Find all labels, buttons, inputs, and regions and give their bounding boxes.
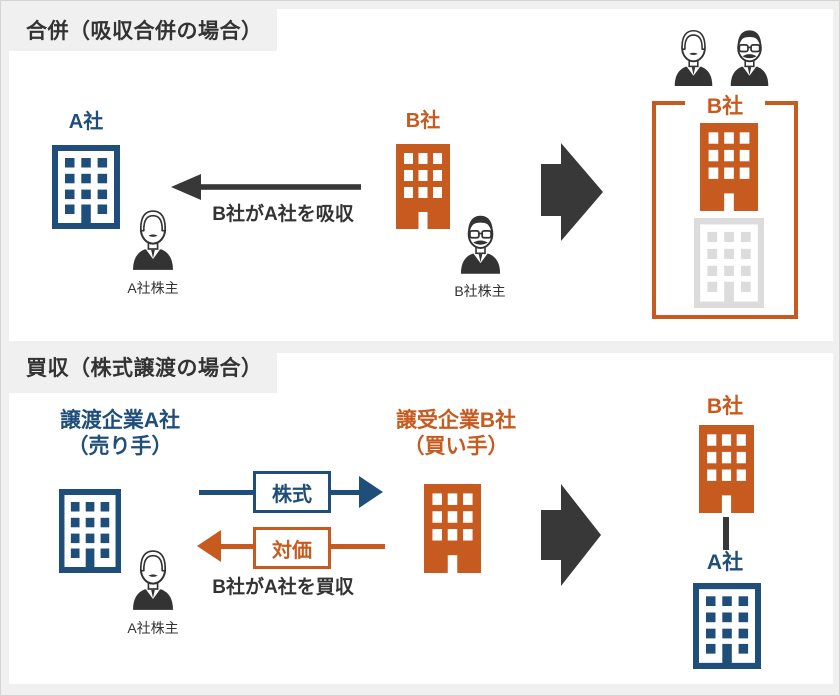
seller-label: 譲渡企業A社 （売り手） — [19, 408, 221, 460]
company-a-building-icon — [52, 145, 120, 229]
consideration-arrowhead-icon — [197, 530, 221, 562]
buyer-label: 譲受企業B社 （買い手） — [355, 408, 557, 460]
merger-header: 合併（吸収合併の場合） — [9, 9, 277, 51]
company-b-building-icon — [396, 144, 450, 229]
absorbed-building-a-icon — [694, 218, 764, 308]
seller-building-icon — [59, 489, 121, 573]
seller-role: （売り手） — [67, 435, 173, 459]
seller-shareholder-person-icon — [128, 547, 178, 611]
acquisition-flow-big-arrow-icon — [541, 484, 601, 586]
stock-arrowhead-icon — [359, 476, 383, 508]
acquire-arrow-label: B社がA社を買収 — [212, 577, 354, 598]
consideration-label-box: 対価 — [253, 527, 331, 569]
shareholder-a-label: A社株主 — [127, 280, 179, 296]
absorb-arrow-left-icon — [171, 174, 361, 200]
consideration-line-right — [329, 544, 385, 549]
consideration-line-left — [219, 544, 255, 549]
shareholder-b-person-icon — [456, 212, 505, 275]
buyer-building-icon — [424, 484, 481, 573]
merger-flow-big-arrow-icon — [541, 143, 603, 241]
merged-building-b-icon — [700, 123, 758, 211]
merged-entity-label: B社 — [685, 93, 765, 121]
shareholder-a-person-icon — [128, 207, 178, 271]
result-seller-label: A社 — [706, 551, 744, 574]
acquisition-header: 買収（株式譲渡の場合） — [9, 341, 277, 393]
result-buyer-label: B社 — [706, 395, 744, 418]
merged-shareholder-plain-person-icon — [670, 27, 717, 87]
buyer-role: （買い手） — [403, 435, 509, 459]
seller-shareholder-label: A社株主 — [127, 620, 179, 636]
stock-arrow-line-left — [199, 490, 255, 495]
stock-label-box: 株式 — [253, 471, 331, 513]
ownership-connector-line — [723, 517, 729, 550]
merged-shareholder-glasses-person-icon — [726, 27, 773, 87]
company-a-label: A社 — [68, 111, 104, 133]
seller-name: 譲渡企業A社 — [59, 409, 181, 432]
company-b-label: B社 — [405, 110, 441, 132]
absorb-arrow-label: B社がA社を吸収 — [212, 204, 354, 225]
shareholder-b-label: B社株主 — [454, 283, 506, 299]
result-buyer-building-icon — [699, 425, 754, 513]
result-seller-building-icon — [693, 583, 761, 669]
buyer-name: 譲受企業B社 — [395, 409, 517, 432]
stock-arrow-line-right — [329, 490, 361, 495]
